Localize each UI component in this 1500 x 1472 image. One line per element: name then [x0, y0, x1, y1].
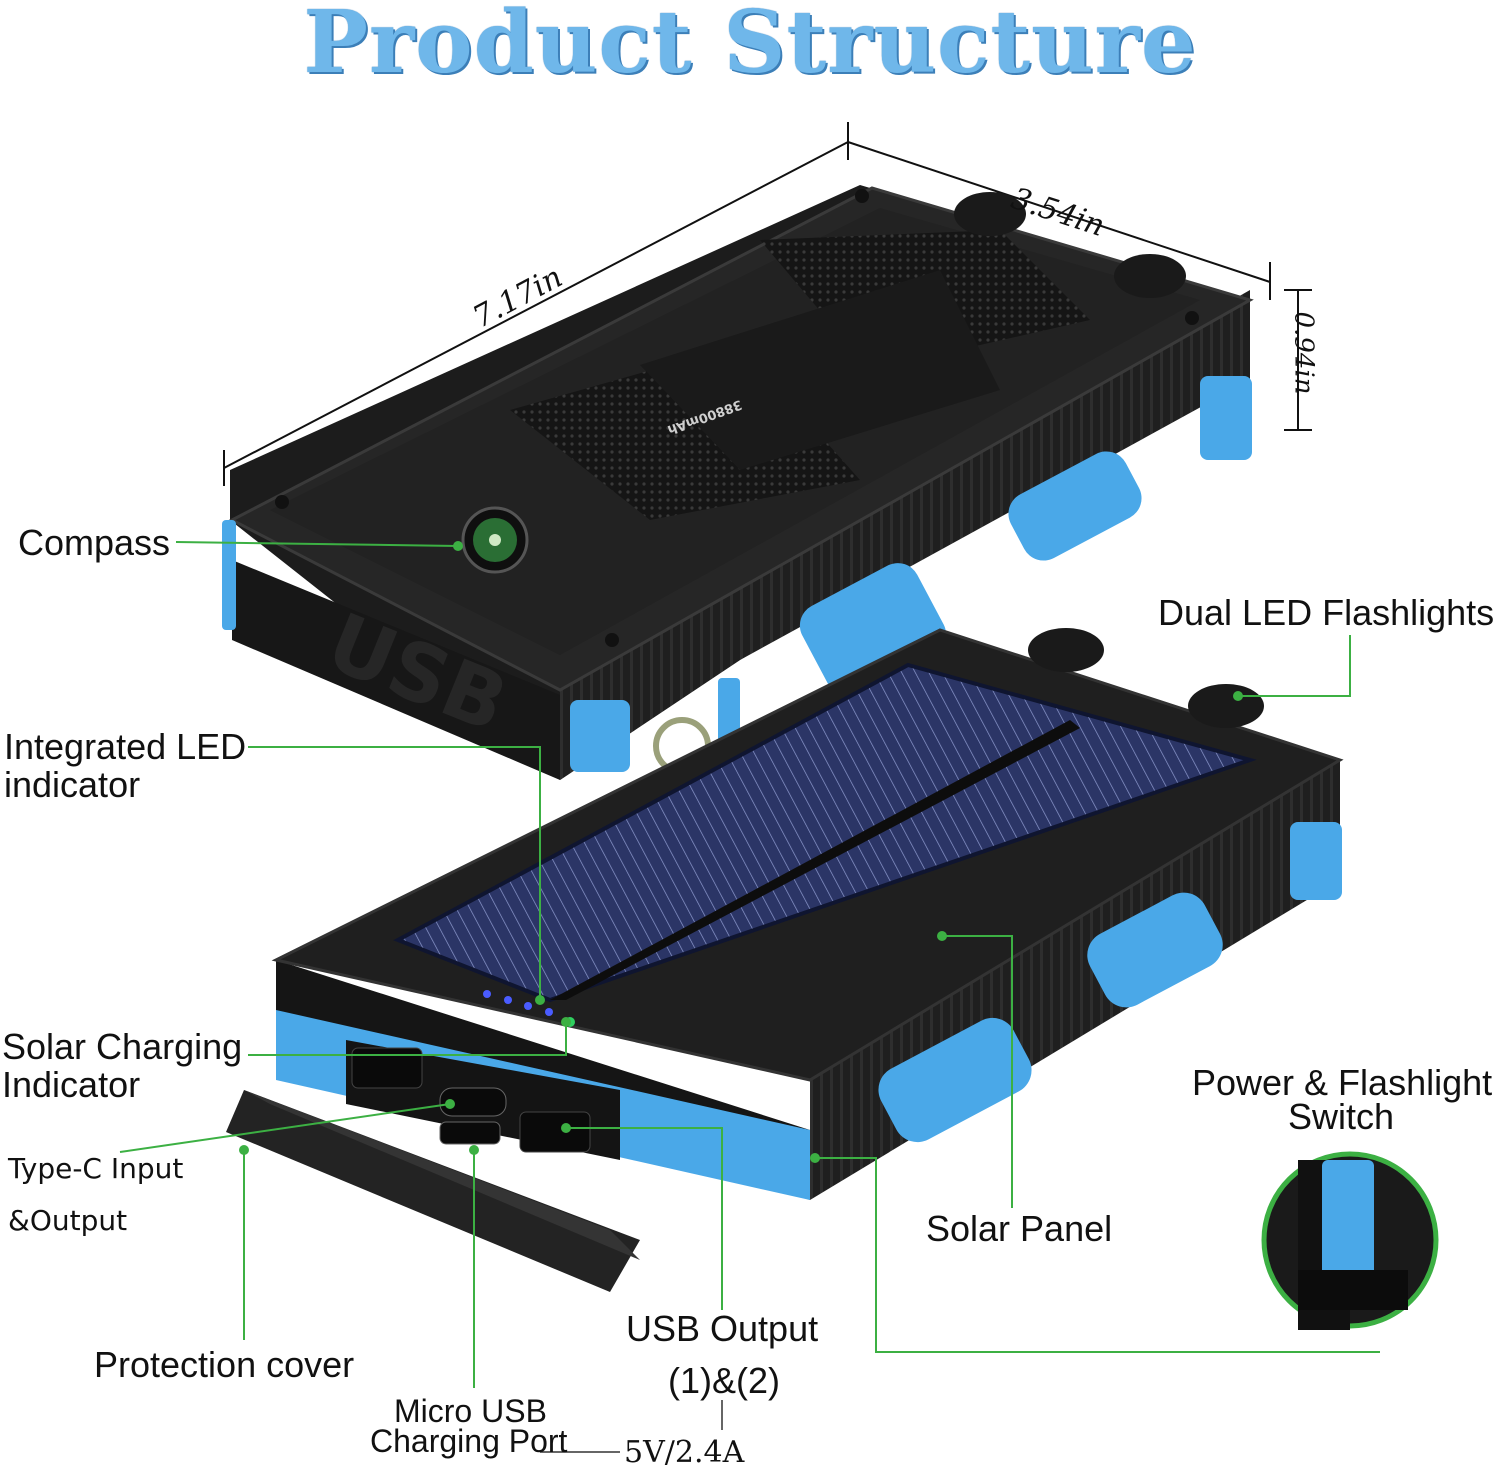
- label-micro-usb-2: Charging Port: [370, 1423, 568, 1459]
- label-dual-led: Dual LED Flashlights: [1158, 592, 1495, 633]
- label-spec: 5V/2.4A: [624, 1435, 745, 1470]
- power-bank-back-view: 38800mAh USB: [222, 185, 1254, 780]
- dimension-height: 0.94in: [1288, 311, 1319, 395]
- switch-closeup: [1261, 1151, 1439, 1330]
- label-power-switch-2: Switch: [1288, 1096, 1395, 1137]
- label-usb-output-2: (1)&(2): [668, 1360, 781, 1401]
- dimension-lines: [223, 122, 1312, 486]
- leader-lines: [119, 541, 1380, 1388]
- label-integrated-led-1: Integrated LED: [4, 726, 247, 767]
- label-protection-cover: Protection cover: [94, 1344, 355, 1385]
- label-usb-output-1: USB Output: [626, 1308, 819, 1349]
- label-micro-usb-1: Micro USB: [394, 1393, 547, 1429]
- label-compass: Compass: [18, 522, 171, 563]
- power-bank-solar-view: [226, 628, 1344, 1292]
- label-solar-panel: Solar Panel: [926, 1208, 1113, 1249]
- label-solar-indicator-1: Solar Charging: [2, 1026, 243, 1067]
- page-title: Product Structure: [303, 0, 1197, 93]
- label-type-c-1: Type-C Input: [8, 1152, 184, 1185]
- label-solar-indicator-2: Indicator: [2, 1064, 141, 1105]
- label-integrated-led-2: indicator: [4, 764, 141, 805]
- label-type-c-2: &Output: [8, 1204, 128, 1237]
- label-power-switch-1: Power & Flashlight: [1192, 1062, 1493, 1103]
